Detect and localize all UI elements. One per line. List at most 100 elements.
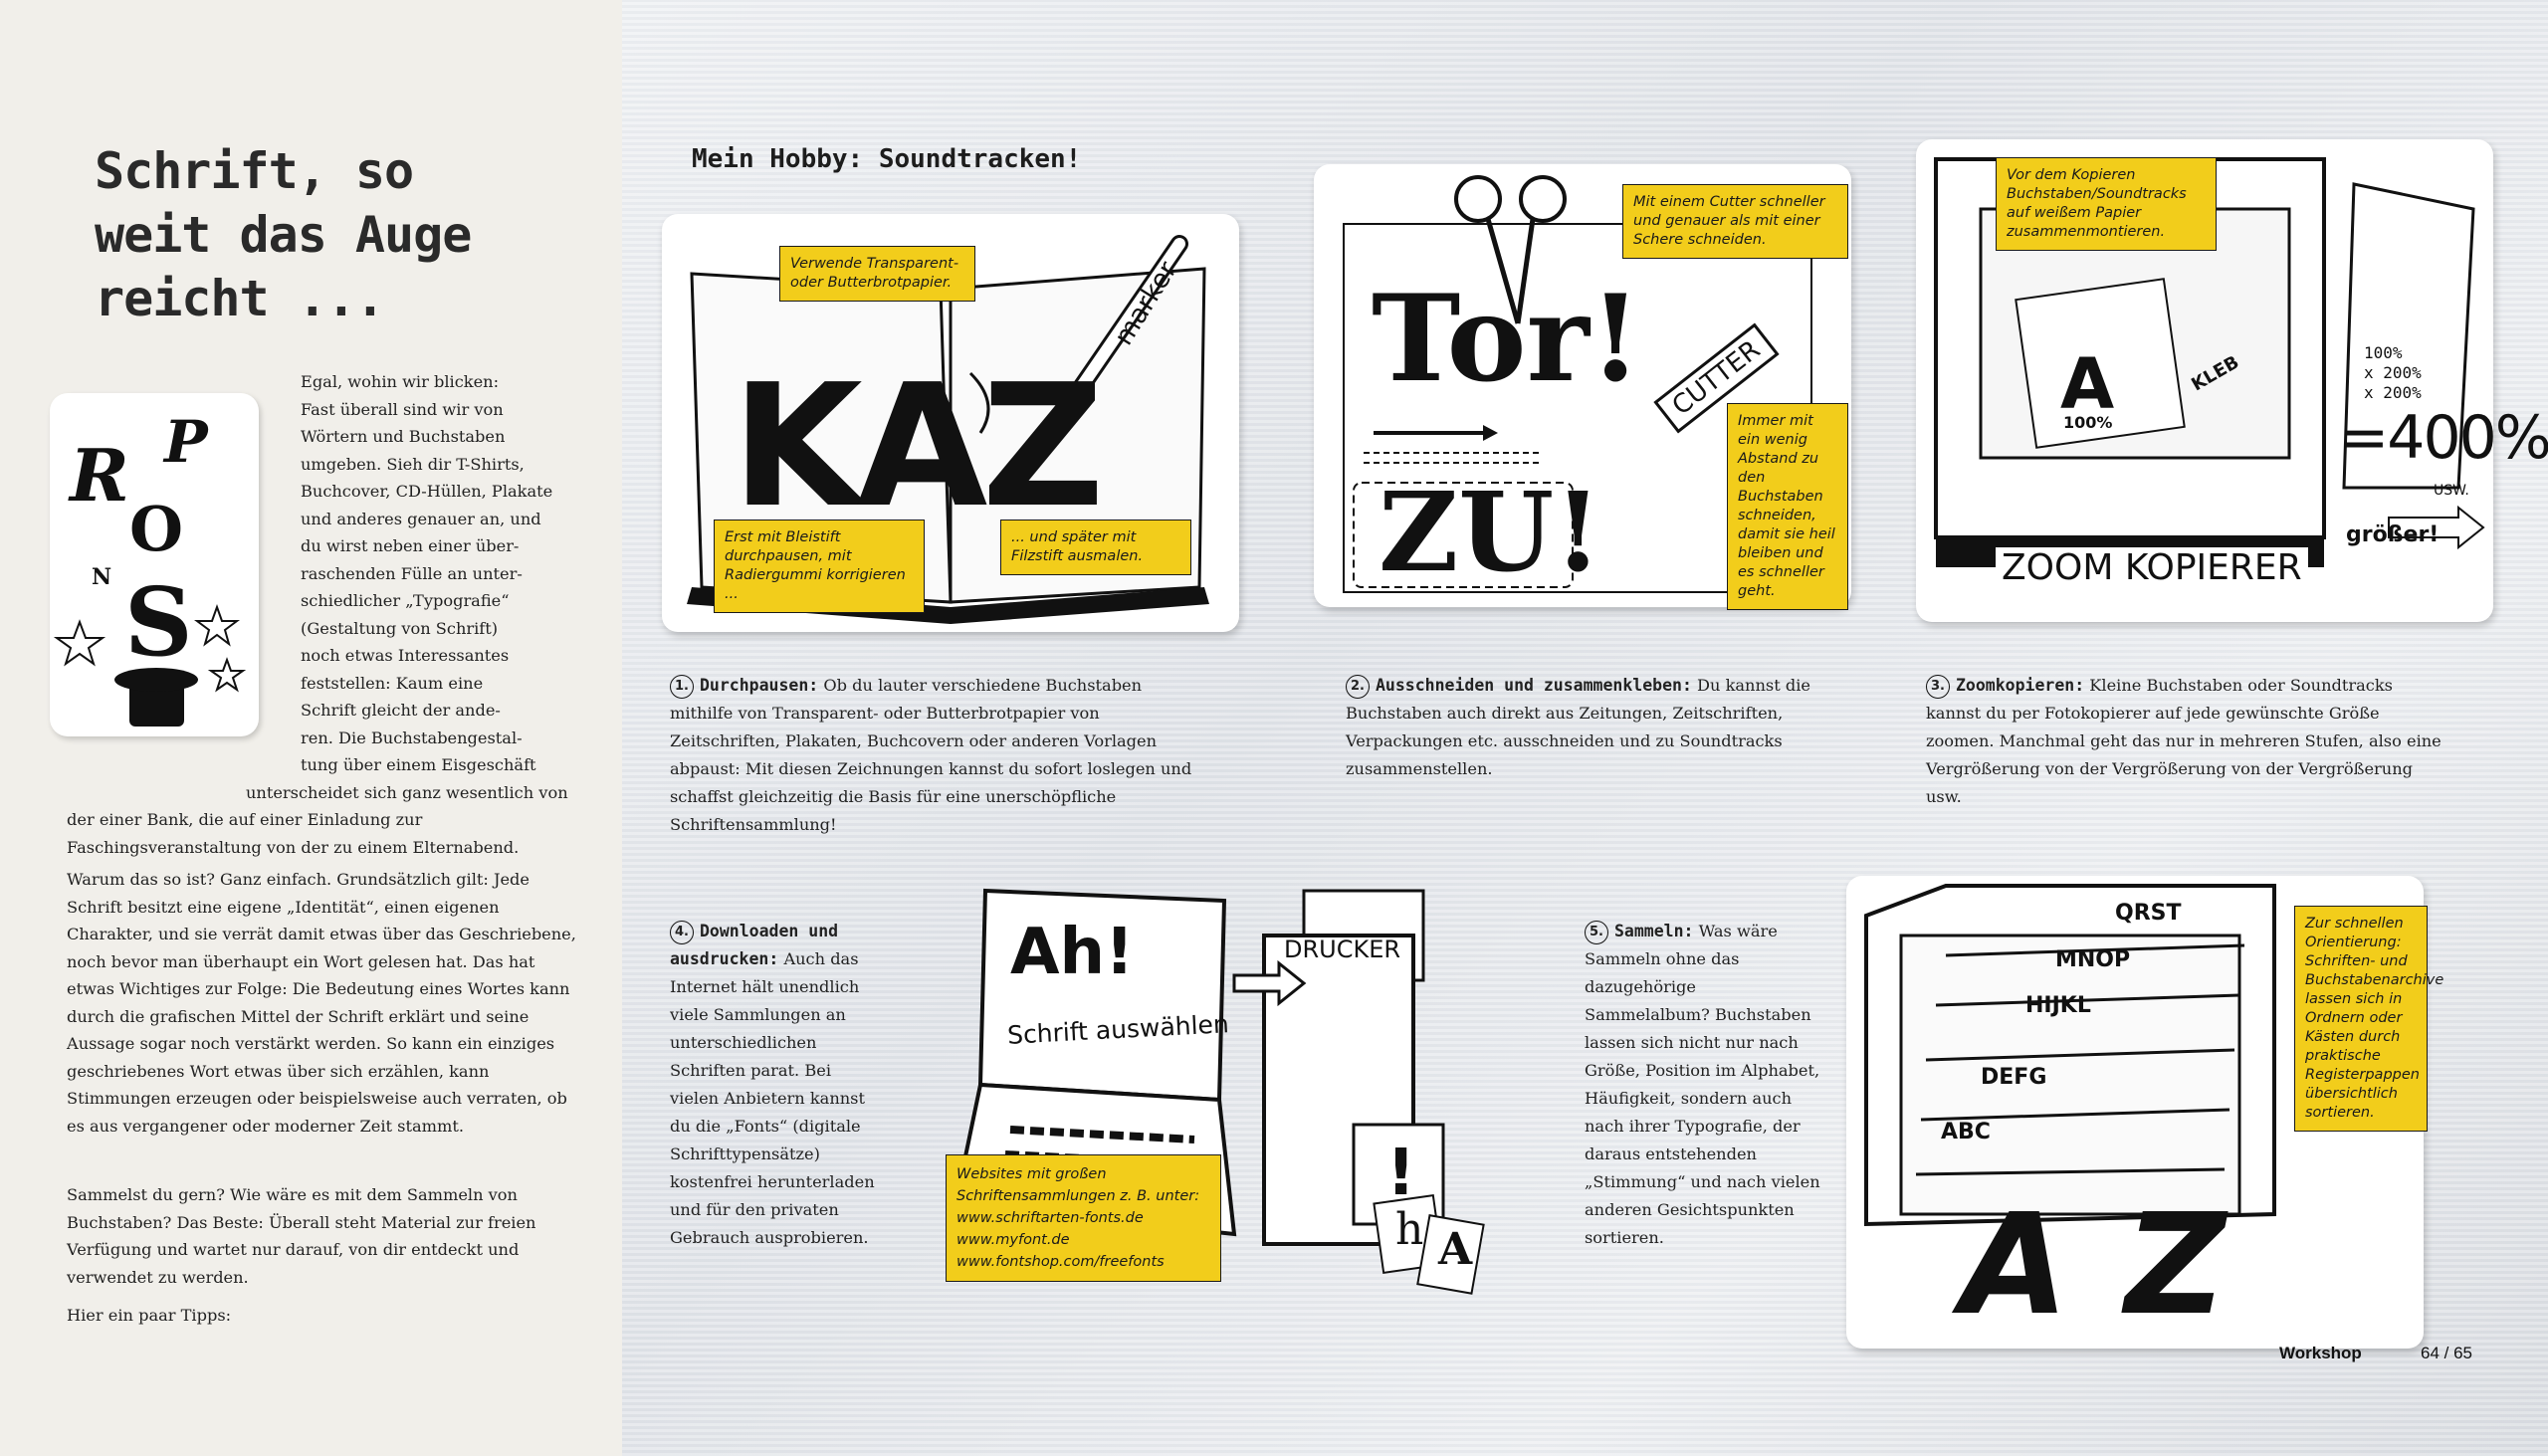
panel-zoom: A 100% KLEB ZOOM KOPIERER 100% x 200% x …	[1916, 139, 2548, 622]
laptop-printer-drawing	[953, 888, 1485, 1295]
panel-tracing: KAZ marker Verwende Transparent- oder Bu…	[662, 214, 1239, 632]
left-page: Schrift, so weit das Auge reicht ... R P…	[0, 0, 623, 1456]
note-felt-pen: ... und später mit Filzstift ausmalen.	[1000, 520, 1191, 575]
step-title: Zoomkopieren:	[1956, 676, 2085, 695]
note-websites: Websites mit großen Schriftensammlungen …	[946, 1154, 1221, 1282]
tab-hijkl: HIJKL	[2025, 993, 2091, 1018]
intro-paragraph: Egal, wohin wir blicken: Fast überall si…	[67, 368, 584, 861]
step-number: 5.	[1585, 921, 1608, 944]
glyph-r: R	[70, 433, 129, 518]
big-letter-z: Z	[2125, 1184, 2227, 1347]
zoom-calc: 100% x 200% x 200%	[2364, 343, 2422, 403]
intro-line: schiedlicher „Typografie“	[301, 591, 510, 610]
page-title: Schrift, so weit das Auge reicht ...	[95, 139, 612, 330]
websites-intro: Websites mit großen Schriftensammlungen …	[956, 1166, 1200, 1204]
bigger-label: größer!	[2346, 522, 2440, 547]
intro-line: Buchcover, CD-Hüllen, Plakate	[301, 482, 553, 501]
tracing-letters: KAZ	[732, 348, 1105, 545]
step-2: 2. Ausschneiden und zusammenkleben: Du ka…	[1346, 672, 1868, 783]
website-link[interactable]: www.myfont.de	[956, 1232, 1070, 1248]
panel-download: Ah! Schrift auswählen DRUCKER ! h A Webs…	[936, 876, 1508, 1344]
glyph-s: S	[124, 567, 193, 678]
tab-qrst: QRST	[2115, 901, 2182, 926]
intro-line: Fast überall sind wir von	[301, 399, 504, 419]
title-line-1: Schrift, so	[95, 142, 414, 200]
intro-line: raschenden Fülle an unter-	[301, 563, 523, 583]
glyph-p: P	[164, 408, 208, 476]
intro-line: du wirst neben einer über-	[301, 536, 520, 555]
printer-label: DRUCKER	[1284, 936, 1401, 963]
page-numbers: 64 / 65	[2421, 1344, 2472, 1362]
word-zu: ZU!	[1379, 468, 1602, 596]
step-1: 1. Durchpausen: Ob du lauter verschiedene…	[670, 672, 1192, 839]
intro-line: umgeben. Sieh dir T-Shirts,	[301, 454, 525, 474]
paragraph-identity: Warum das so ist? Ganz einfach. Grundsät…	[67, 870, 576, 1136]
scissors-drawing	[1343, 175, 1812, 593]
big-letter-a: A	[1961, 1184, 2069, 1347]
step-5: 5. Sammeln: Was wäre Sammeln ohne das daz…	[1585, 918, 1823, 1252]
note-distance: Immer mit ein wenig Abstand zu den Buchs…	[1727, 403, 1848, 610]
step-text: Auch das Internet hält unendlich viele S…	[670, 949, 875, 1247]
glyph-o: O	[129, 493, 184, 565]
zoom-line: x 200%	[2364, 383, 2422, 402]
step-number: 4.	[670, 921, 694, 944]
website-link[interactable]: www.schriftarten-fonts.de	[956, 1210, 1144, 1226]
step-text: Kleine Buchstaben oder Soundtracks kanns…	[1926, 676, 2442, 806]
letters-illustration: R P O N S	[50, 393, 259, 736]
note-pencil: Erst mit Bleistift durchpausen, mit Radi…	[714, 520, 925, 613]
screen-text: Ah!	[1010, 916, 1135, 989]
paper-letter-a: A	[1438, 1224, 1473, 1275]
intro-rest: unterscheidet sich ganz wesentlich von d…	[67, 782, 568, 857]
note-cutter: Mit einem Cutter schneller und genauer a…	[1622, 184, 1848, 259]
paper-letter: A	[2060, 343, 2115, 425]
zoom-line: x 200%	[2364, 363, 2422, 382]
footer-section-label: Workshop	[2279, 1344, 2362, 1362]
step-text: Du kannst die Buchstaben auch direkt aus…	[1346, 676, 1810, 778]
stars-decoration	[53, 604, 247, 727]
step-title: Ausschneiden und zusammenkleben:	[1376, 676, 1692, 695]
paragraph-collect: Sammelst du gern? Wie wäre es mit dem Sa…	[67, 1185, 536, 1287]
intro-line: und anderes genauer an, und	[301, 509, 541, 528]
note-transparent-paper: Verwende Transparent- oder Butterbrotpap…	[779, 246, 975, 302]
step-number: 3.	[1926, 675, 1950, 699]
intro-line: Schrift gleicht der ande-	[301, 701, 501, 720]
step-4: 4.Downloaden und ausdrucken: Auch das In…	[670, 918, 884, 1252]
note-archives: Zur schnellen Orientierung: Schriften- u…	[2294, 906, 2443, 1132]
intro-line: noch etwas Interessantes	[301, 646, 510, 665]
intro-line: feststellen: Kaum eine	[301, 673, 484, 693]
tab-defg: DEFG	[1981, 1065, 2047, 1090]
panel-cutting: Tor! ZU! CUTTER Mit einem Cutter schnell…	[1314, 164, 1851, 610]
panel-collect: QRST MNOP HIJKL DEFG ABC A Z Zur schnell…	[1846, 876, 2443, 1349]
step-3: 3. Zoomkopieren: Kleine Buchstaben oder S…	[1926, 672, 2443, 811]
intro-line: tung über einem Eisgeschäft	[301, 755, 536, 774]
intro-line: Wörtern und Buchstaben	[301, 427, 506, 446]
website-link[interactable]: www.fontshop.com/freefonts	[956, 1254, 1165, 1270]
paper-percent: 100%	[2063, 413, 2113, 432]
word-tor: Tor!	[1372, 269, 1642, 409]
step-title: Sammeln:	[1614, 922, 1694, 940]
archive-box-drawing	[1864, 884, 2276, 1227]
intro-line: (Gestaltung von Schrift)	[301, 618, 499, 638]
title-line-2: weit das Auge	[95, 206, 472, 264]
step-number: 2.	[1346, 675, 1370, 699]
copier-label: ZOOM KOPIERER	[1996, 547, 2308, 588]
paper-letter-h: h	[1395, 1204, 1424, 1255]
tab-mnop: MNOP	[2055, 947, 2131, 972]
zoom-etc: USW.	[2434, 483, 2469, 499]
intro-line: ren. Die Buchstabengestal-	[301, 728, 523, 747]
zoom-result: =400%	[2339, 403, 2548, 473]
step-number: 1.	[670, 675, 694, 699]
step-text: Ob du lauter verschiedene Buchstaben mit…	[670, 676, 1192, 834]
tab-abc: ABC	[1941, 1120, 1991, 1144]
title-line-3: reicht ...	[95, 270, 385, 327]
step-title: Durchpausen:	[700, 676, 819, 695]
intro-line: Egal, wohin wir blicken:	[301, 372, 500, 391]
section-heading: Mein Hobby: Soundtracken!	[692, 144, 1082, 174]
step-text: Was wäre Sammeln ohne das dazugehörige S…	[1585, 922, 1820, 1247]
paragraph-tips: Hier ein paar Tipps:	[67, 1306, 232, 1325]
note-mount: Vor dem Kopieren Buchstaben/Soundtracks …	[1996, 157, 2217, 251]
zoom-line: 100%	[2364, 343, 2403, 362]
print-mark: !	[1386, 1137, 1416, 1210]
copier-drawing	[1934, 157, 2485, 567]
step-title: Downloaden und ausdrucken:	[670, 922, 839, 968]
